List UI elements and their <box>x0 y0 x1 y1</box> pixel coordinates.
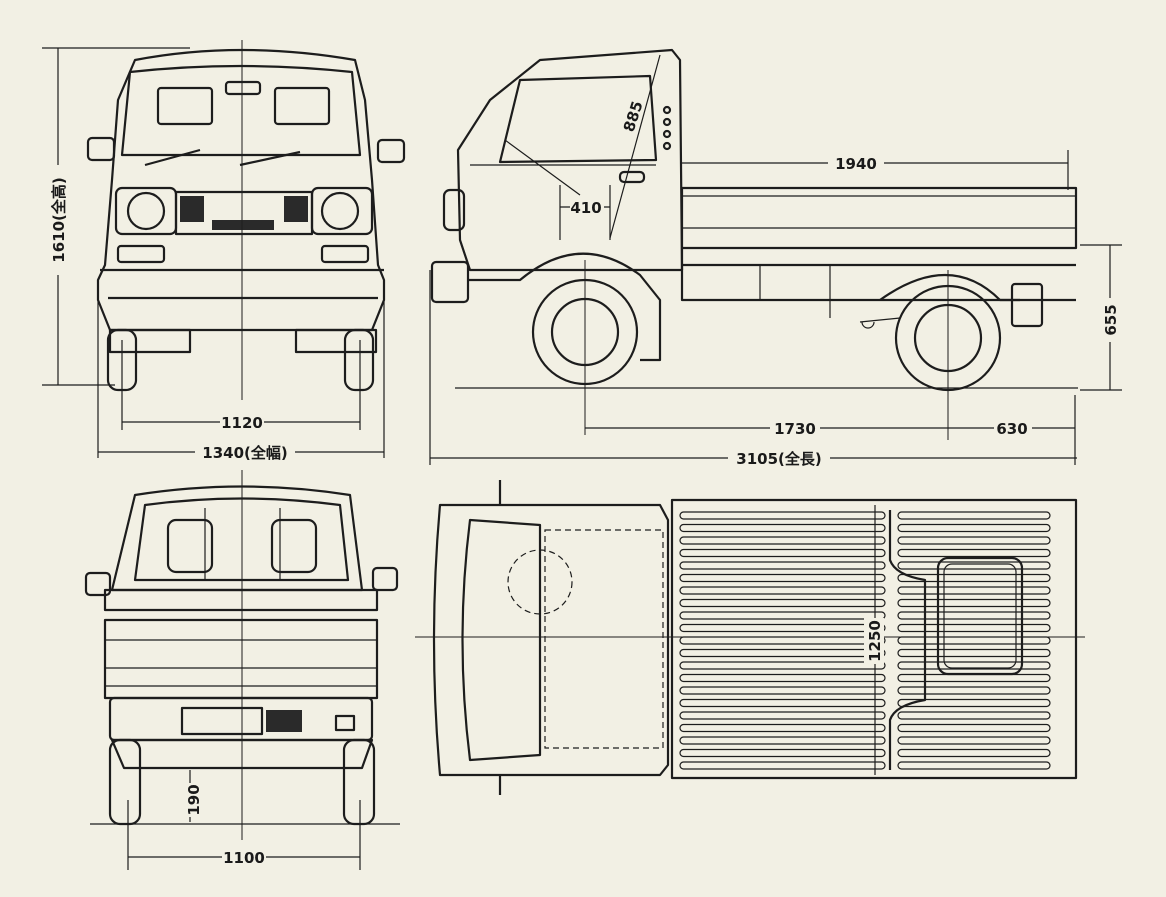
bed-slat <box>679 723 886 733</box>
bed-slat <box>679 748 886 758</box>
label-bed-width: 1250 <box>866 620 884 662</box>
bed-slat <box>897 736 1051 745</box>
bed-slat <box>897 723 1051 733</box>
bed-slat <box>897 761 1051 770</box>
label-wheelbase: 1730 <box>774 420 816 438</box>
side-view <box>430 48 1078 440</box>
bed-slat <box>679 598 886 608</box>
dimension-labels: 1610(全高) 1120 1340(全幅) 885 1940 410 655 … <box>48 99 1120 867</box>
label-bed-length: 1940 <box>835 155 877 173</box>
rear-view <box>84 470 400 840</box>
bed-slat <box>897 598 1051 608</box>
bed-slat <box>679 548 886 558</box>
bed-slat <box>897 711 1051 720</box>
label-overall-length: 3105(全長) <box>736 450 821 468</box>
bed-slat <box>897 561 1051 570</box>
label-overall-width: 1340(全幅) <box>202 444 287 462</box>
bed-slat <box>897 623 1051 633</box>
bed-slat <box>679 636 886 645</box>
label-rear-tread: 1100 <box>223 849 265 867</box>
label-overall-height: 1610(全高) <box>50 177 68 262</box>
bed-slat <box>679 673 886 683</box>
bed-slat <box>897 648 1051 658</box>
bed-slat <box>897 636 1051 645</box>
bed-slat <box>679 711 886 720</box>
bed-slat <box>679 573 886 583</box>
label-bed-floor-height: 655 <box>1102 304 1120 335</box>
bed-slat <box>897 511 1051 520</box>
label-rear-overhang: 630 <box>996 420 1027 438</box>
label-door-diagonal: 885 <box>620 99 647 134</box>
bed-slat <box>897 661 1051 670</box>
bed-slat <box>897 548 1051 558</box>
label-ground-clearance: 190 <box>185 784 203 815</box>
bed-slat <box>679 661 886 670</box>
bed-slat <box>897 573 1051 583</box>
label-front-tread: 1120 <box>221 414 263 432</box>
bed-slat <box>897 536 1051 545</box>
bed-slat <box>897 611 1051 620</box>
top-view <box>415 480 1085 795</box>
front-view <box>86 40 406 400</box>
label-cab-offset: 410 <box>570 199 601 217</box>
bed-slat <box>679 586 886 595</box>
bed-slat <box>679 511 886 520</box>
bed-slat <box>679 536 886 545</box>
bed-slat <box>679 686 886 695</box>
bed-slat <box>897 586 1051 595</box>
bed-slat <box>897 686 1051 695</box>
bed-slat <box>679 611 886 620</box>
bed-slat <box>897 748 1051 758</box>
bed-slat <box>679 648 886 658</box>
bed-slat <box>679 561 886 570</box>
bed-slat <box>897 698 1051 708</box>
bed-slat <box>897 523 1051 533</box>
bed-slat <box>679 523 886 533</box>
bed-slat <box>897 673 1051 683</box>
bed-slat <box>679 623 886 633</box>
bed-slat <box>679 761 886 770</box>
bed-slat <box>679 698 886 708</box>
bed-slat <box>679 736 886 745</box>
